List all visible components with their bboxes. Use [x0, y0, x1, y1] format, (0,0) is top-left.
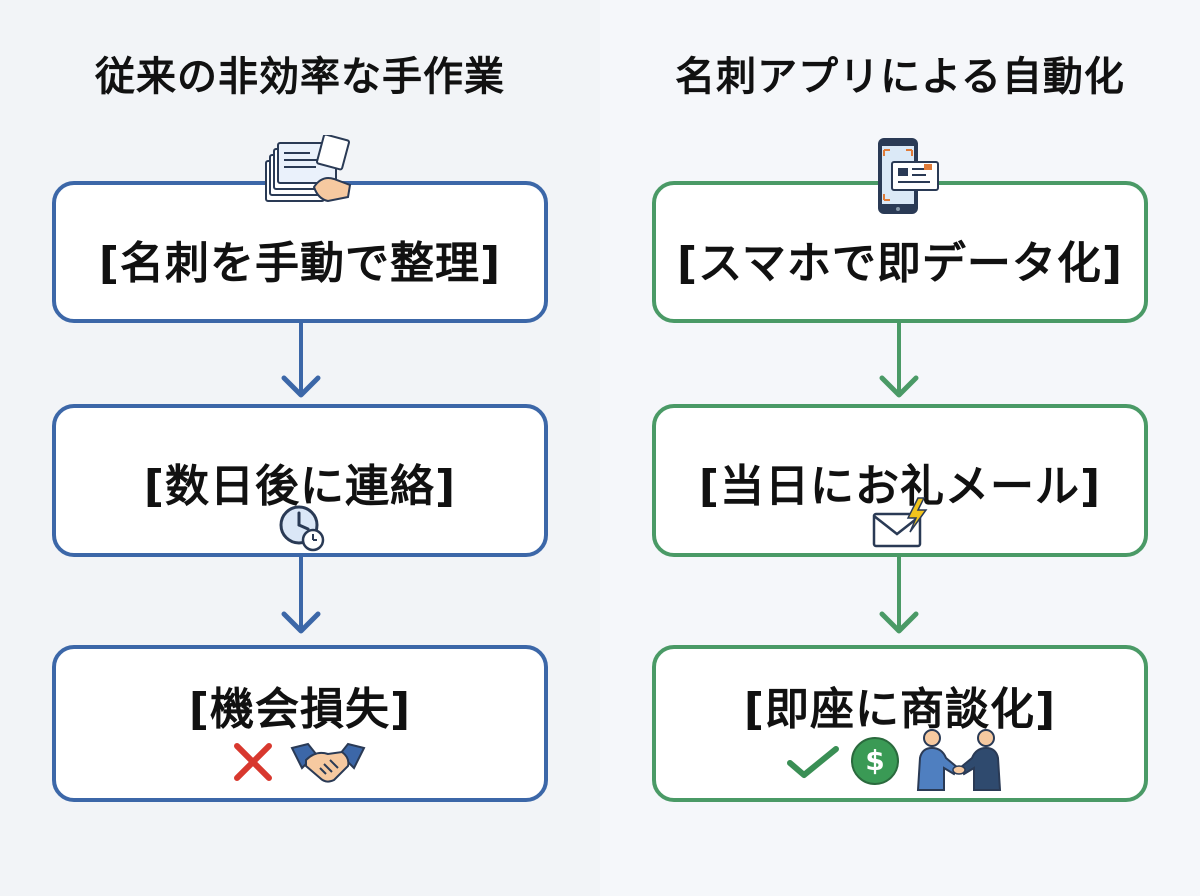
left-heading: 従来の非効率な手作業 — [95, 54, 505, 100]
left-column: 従来の非効率な手作業 [名刺を手動で整理] [数日後に連絡] — [52, 54, 548, 802]
right-step-1-label: [スマホで即データ化] — [677, 238, 1123, 289]
right-heading: 名刺アプリによる自動化 — [675, 54, 1125, 100]
right-arrow-2 — [878, 556, 920, 640]
email-lightning-icon — [872, 496, 934, 550]
right-arrow-1 — [878, 322, 920, 404]
right-step-3-label: [即座に商談化] — [743, 684, 1057, 735]
dollar-coin-icon: $ — [850, 736, 900, 786]
left-step-3-card: [機会損失] — [52, 645, 548, 802]
business-handshake-icon — [914, 728, 1004, 792]
cross-icon — [231, 740, 275, 784]
smartphone-scan-icon — [874, 136, 944, 218]
left-arrow-1 — [280, 322, 322, 404]
right-step-2-label: [当日にお礼メール] — [698, 461, 1102, 512]
clock-icon — [277, 503, 327, 553]
left-step-2-label: [数日後に連絡] — [143, 461, 457, 512]
check-icon — [786, 745, 840, 781]
left-arrow-2 — [280, 556, 322, 640]
right-step-3-card: [即座に商談化] — [652, 645, 1148, 802]
left-step-1-card: [名刺を手動で整理] — [52, 181, 548, 323]
left-step-3-label: [機会損失] — [188, 684, 412, 735]
business-cards-hand-icon — [262, 135, 354, 211]
left-step-1-label: [名刺を手動で整理] — [98, 238, 502, 289]
svg-text:$: $ — [865, 744, 884, 777]
handshake-icon — [290, 738, 366, 786]
right-column: 名刺アプリによる自動化 [スマホで即データ化] [当日にお礼メール] — [600, 0, 1200, 896]
